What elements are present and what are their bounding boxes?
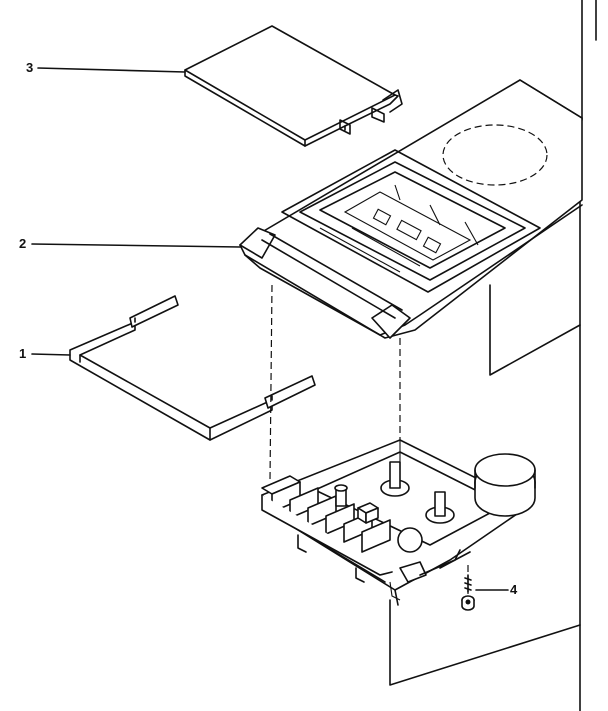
u-trim-bracket bbox=[69, 295, 316, 441]
callout-label-3: 3 bbox=[26, 60, 34, 75]
cassette-door-lid bbox=[184, 25, 403, 147]
mounting-screw bbox=[461, 574, 475, 611]
callout-label-2: 2 bbox=[19, 236, 27, 251]
callout-label-1: 1 bbox=[19, 346, 27, 361]
tape-mechanism-deck bbox=[261, 439, 581, 686]
cabinet-right-edge bbox=[579, 0, 597, 711]
leader-lines bbox=[31, 67, 509, 591]
callout-label-4: 4 bbox=[510, 582, 518, 597]
cabinet-top-housing bbox=[239, 79, 583, 376]
